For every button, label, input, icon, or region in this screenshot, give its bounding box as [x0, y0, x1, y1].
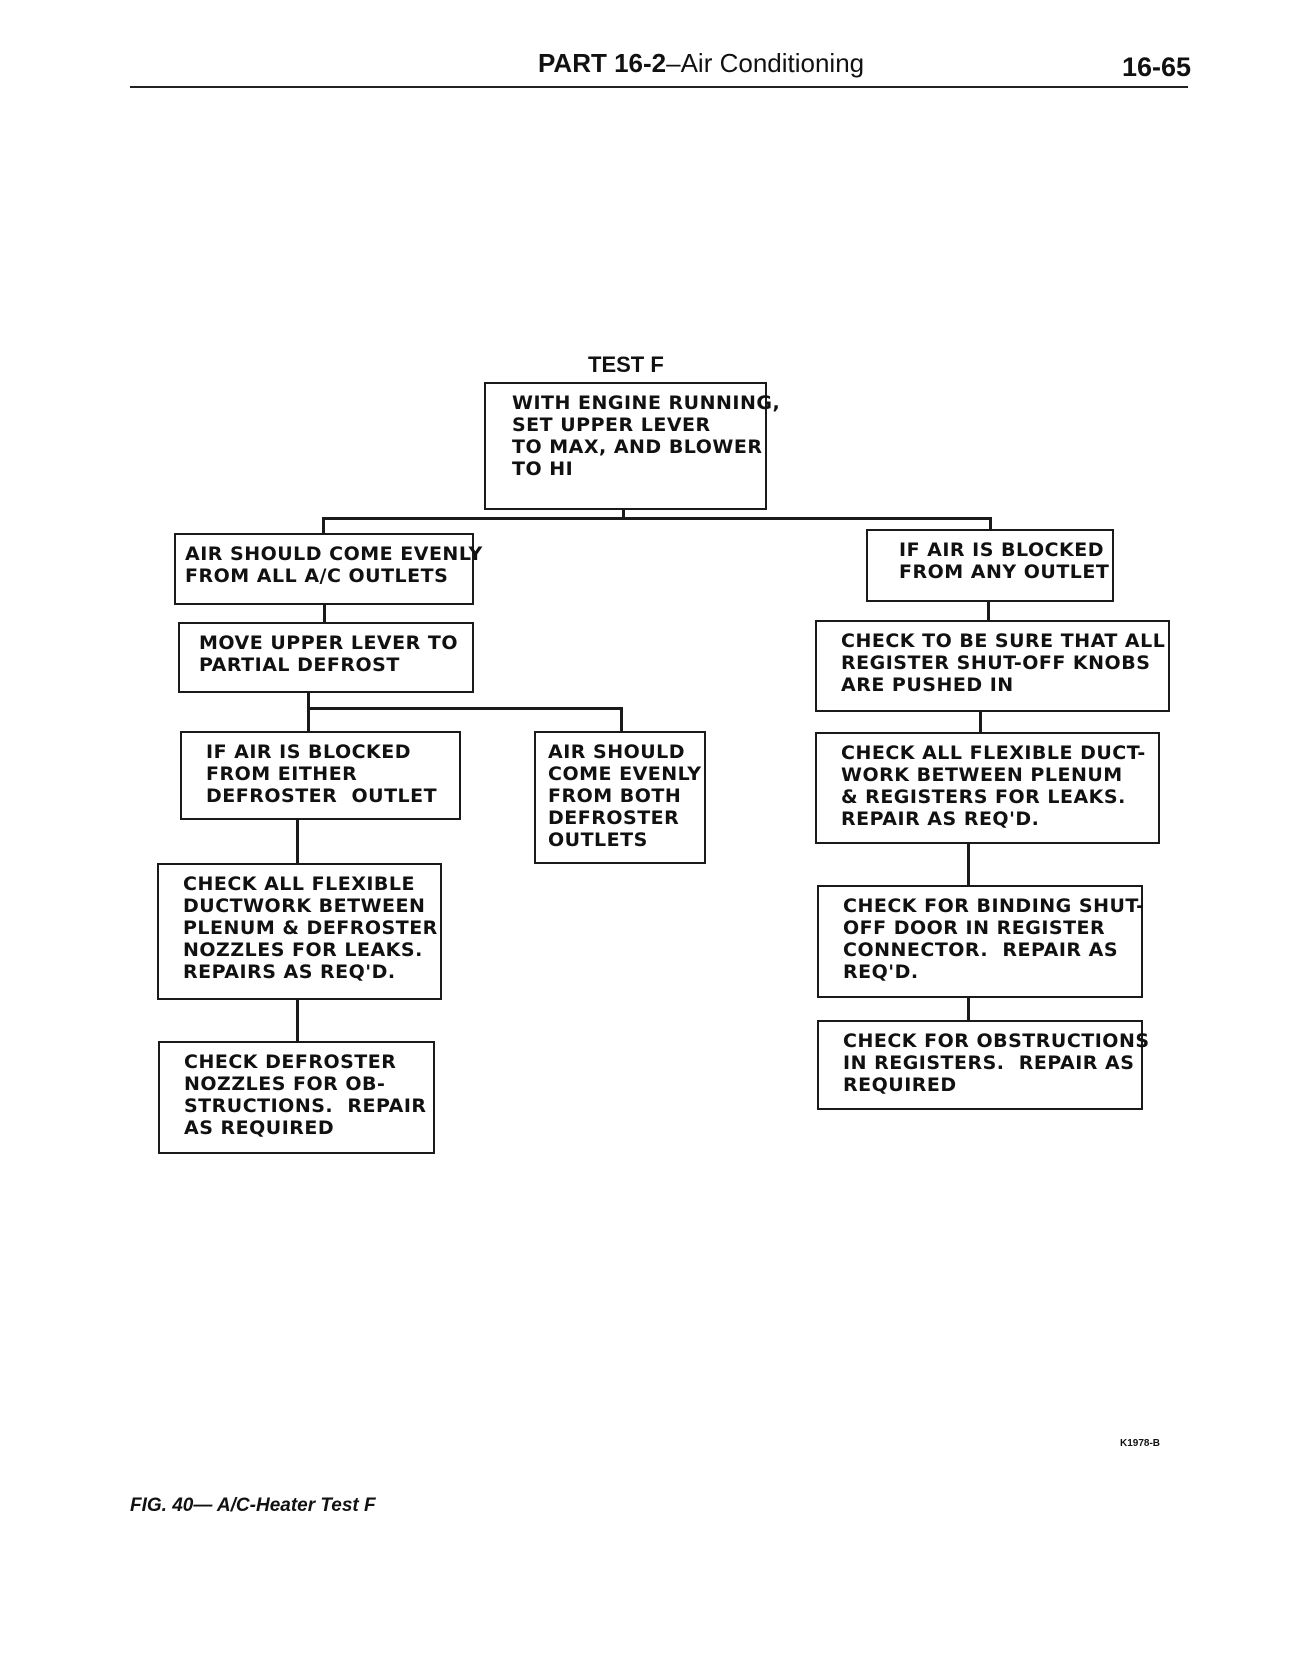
box-line: TO MAX, AND BLOWER	[512, 436, 763, 458]
figure-code: K1978-B	[1120, 1438, 1161, 1449]
box-line: ARE PUSHED IN	[841, 674, 1014, 696]
box-line: PARTIAL DEFROST	[199, 654, 400, 676]
header-rule	[130, 86, 1188, 88]
box-air-even-all-outlets: AIR SHOULD COME EVENLY FROM ALL A/C OUTL…	[174, 533, 483, 605]
box-line: REGISTER SHUT-OFF KNOBS	[841, 652, 1151, 674]
box-check-shutoff-knobs: CHECK TO BE SURE THAT ALL REGISTER SHUT-…	[815, 620, 1170, 712]
box-line: CHECK ALL FLEXIBLE DUCT-	[841, 742, 1146, 764]
connector	[322, 517, 325, 534]
connector	[987, 601, 990, 621]
box-line: WORK BETWEEN PLENUM	[841, 764, 1123, 786]
box-line: STRUCTIONS. REPAIR	[184, 1095, 427, 1117]
box-line: COME EVENLY	[548, 763, 702, 785]
box-line: DEFROSTER OUTLET	[206, 785, 438, 807]
box-line: & REGISTERS FOR LEAKS.	[841, 786, 1126, 808]
box-check-defroster-nozzles: CHECK DEFROSTER NOZZLES FOR OB- STRUCTIO…	[158, 1041, 435, 1154]
box-line: CONNECTOR. REPAIR AS	[843, 939, 1119, 961]
box-line: AIR SHOULD	[548, 741, 686, 763]
box-line: REQUIRED	[843, 1074, 957, 1096]
box-line: AIR SHOULD COME EVENLY	[185, 543, 483, 565]
box-line: IN REGISTERS. REPAIR AS	[843, 1052, 1135, 1074]
box-line: NOZZLES FOR LEAKS.	[183, 939, 423, 961]
part-number: PART 16-2	[538, 48, 667, 78]
box-check-register-obstructions: CHECK FOR OBSTRUCTIONS IN REGISTERS. REP…	[817, 1020, 1150, 1110]
connector	[323, 603, 326, 623]
connector	[989, 517, 992, 530]
box-line: NOZZLES FOR OB-	[184, 1073, 386, 1095]
box-line: CHECK FOR OBSTRUCTIONS	[843, 1030, 1150, 1052]
box-line: TO HI	[512, 458, 574, 480]
box-line: CHECK TO BE SURE THAT ALL	[841, 630, 1166, 652]
section-title: Air Conditioning	[680, 48, 865, 78]
box-line: AS REQUIRED	[184, 1117, 335, 1139]
box-move-lever-partial-defrost: MOVE UPPER LEVER TO PARTIAL DEFROST	[178, 622, 474, 693]
connector	[307, 707, 623, 710]
box-line: REPAIR AS REQ'D.	[841, 808, 1040, 830]
box-check-ductwork-plenum: CHECK ALL FLEXIBLE DUCT- WORK BETWEEN PL…	[815, 732, 1160, 844]
box-line: OUTLETS	[548, 829, 648, 851]
box-blocked-any-outlet: IF AIR IS BLOCKED FROM ANY OUTLET	[866, 529, 1114, 602]
box-line: FROM EITHER	[206, 763, 358, 785]
box-line: PLENUM & DEFROSTER	[183, 917, 438, 939]
figure-caption: FIG. 40— A/C-Heater Test F	[130, 1495, 376, 1516]
test-title: TEST F	[588, 352, 664, 377]
box-line: IF AIR IS BLOCKED	[899, 539, 1105, 561]
box-line: CHECK ALL FLEXIBLE	[183, 873, 415, 895]
box-line: OFF DOOR IN REGISTER	[843, 917, 1106, 939]
box-line: FROM ANY OUTLET	[899, 561, 1110, 583]
box-check-ductwork-defroster: CHECK ALL FLEXIBLE DUCTWORK BETWEEN PLEN…	[157, 863, 442, 1000]
box-line: DUCTWORK BETWEEN	[183, 895, 426, 917]
box-check-binding-shutoff-door: CHECK FOR BINDING SHUT- OFF DOOR IN REGI…	[817, 885, 1145, 998]
page-number: 16-65	[1122, 52, 1192, 82]
box-line: REQ'D.	[843, 961, 919, 983]
connector	[296, 819, 299, 864]
box-line: CHECK DEFROSTER	[184, 1051, 397, 1073]
connector	[622, 508, 625, 519]
box-defroster-blocked: IF AIR IS BLOCKED FROM EITHER DEFROSTER …	[180, 731, 461, 820]
box-line: REPAIRS AS REQ'D.	[183, 961, 396, 983]
connector	[967, 843, 970, 886]
box-line: FROM ALL A/C OUTLETS	[185, 565, 449, 587]
box-line: CHECK FOR BINDING SHUT-	[843, 895, 1145, 917]
connector	[322, 517, 992, 520]
connector	[307, 692, 310, 732]
box-line: WITH ENGINE RUNNING,	[512, 392, 781, 414]
box-line: DEFROSTER	[548, 807, 680, 829]
connector	[979, 710, 982, 733]
connector	[967, 997, 970, 1021]
box-line: SET UPPER LEVER	[512, 414, 711, 436]
connector	[296, 999, 299, 1042]
page-header-title: PART 16-2–Air Conditioning	[538, 48, 865, 78]
box-line: IF AIR IS BLOCKED	[206, 741, 412, 763]
box-line: FROM BOTH	[548, 785, 682, 807]
box-start: WITH ENGINE RUNNING, SET UPPER LEVER TO …	[484, 382, 781, 510]
connector	[620, 707, 623, 732]
box-line: MOVE UPPER LEVER TO	[199, 632, 458, 654]
box-defroster-even: AIR SHOULD COME EVENLY FROM BOTH DEFROST…	[534, 731, 706, 864]
